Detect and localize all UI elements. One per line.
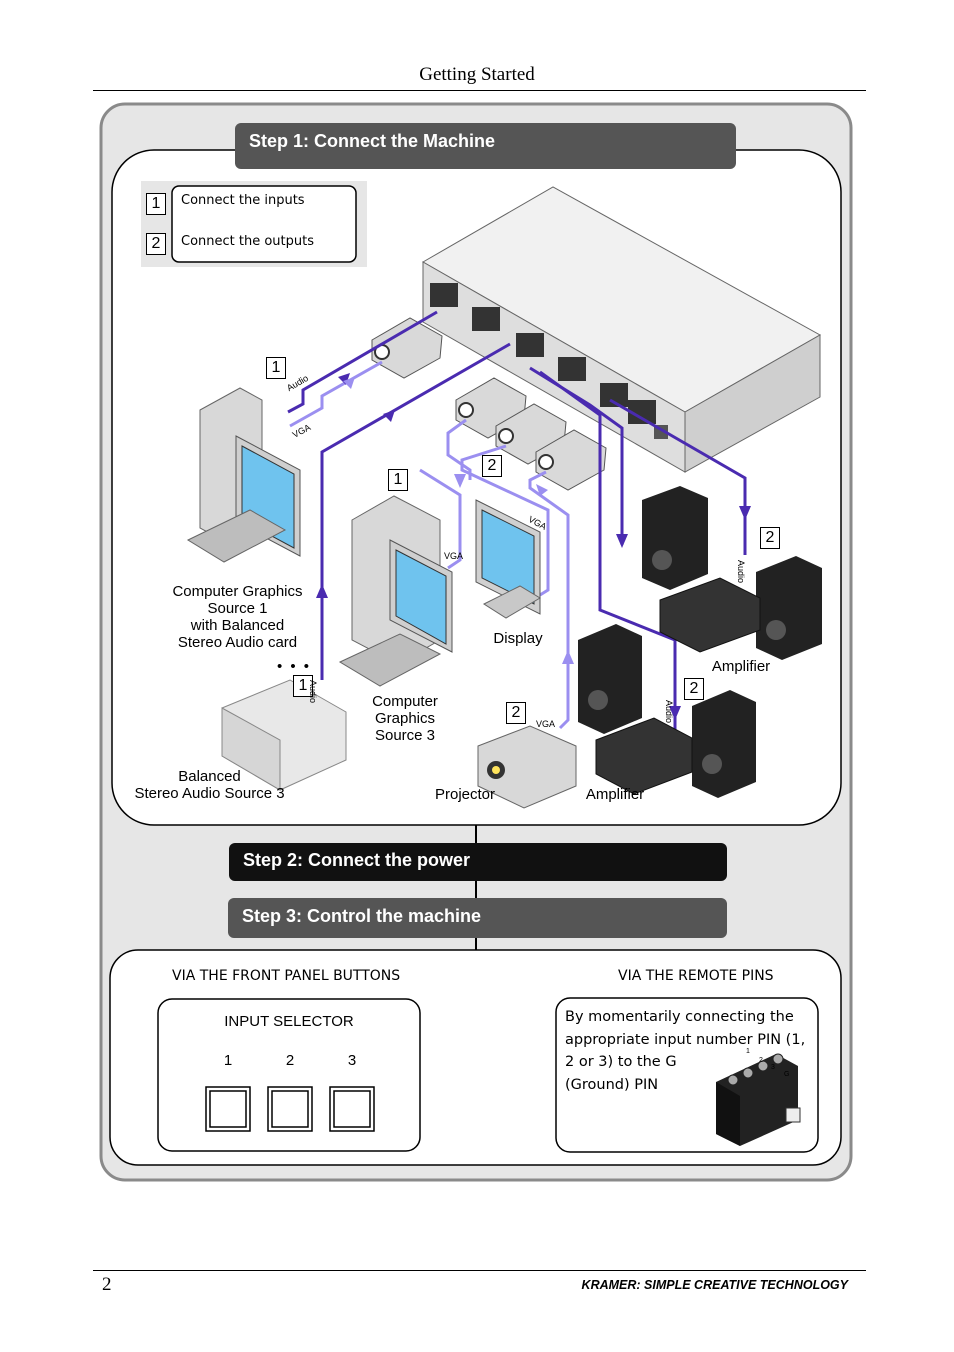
signal-label-vga-projector: VGA [536, 719, 556, 729]
label-amplifier-upper: Amplifier [711, 658, 771, 675]
label-amplifier-lower: Amplifier [585, 786, 645, 803]
marker-output-2c: 2 [684, 678, 704, 700]
display-monitor [475, 499, 541, 619]
input-selector-button-3[interactable] [330, 1087, 374, 1131]
step2-title-bar: Step 2: Connect the power [229, 843, 727, 881]
projector [477, 725, 577, 809]
marker-output-2d: 2 [506, 702, 526, 724]
marker-output-2a: 2 [482, 455, 502, 477]
footer-text: KRAMER: SIMPLE CREATIVE TECHNOLOGY [581, 1278, 848, 1292]
legend-text-outputs: Connect the outputs [181, 234, 315, 249]
pin-label-1: 1 [746, 1048, 750, 1055]
marker-input-1b: 1 [388, 469, 408, 491]
input-selector-button-1[interactable] [206, 1087, 250, 1131]
label-audio-source: Balanced Stereo Audio Source 3 [134, 768, 285, 802]
label-source-1: Computer Graphics Source 1 with Balanced… [172, 583, 303, 651]
label-projector: Projector [434, 786, 496, 803]
input-selector-button-2[interactable] [268, 1087, 312, 1131]
ellipsis: • • • [276, 658, 312, 675]
marker-input-1a: 1 [266, 357, 286, 379]
label-display: Display [493, 630, 543, 647]
header-rule [93, 90, 866, 91]
page-number: 2 [102, 1274, 112, 1295]
step1-title-bar: Step 1: Connect the Machine [235, 123, 736, 169]
signal-label-audio-amp-lower: Audio [664, 700, 674, 724]
legend-number-1: 1 [146, 193, 166, 215]
pin-label-3: 3 [771, 1064, 775, 1071]
pin-label-2: 2 [759, 1057, 763, 1064]
selector-label-3: 3 [347, 1052, 357, 1069]
audio-source-deck [221, 679, 347, 791]
signal-label-audio-amp-upper: Audio [736, 560, 746, 584]
remote-pin-connector [716, 1053, 801, 1146]
marker-output-2b: 2 [760, 527, 780, 549]
computer-source-3 [338, 495, 453, 687]
speakers-lower [578, 624, 756, 798]
computer-source-1 [186, 387, 301, 563]
remote-pins-heading: VIA THE REMOTE PINS [618, 968, 774, 984]
page-header-title: Getting Started [419, 64, 535, 85]
legend-text-inputs: Connect the inputs [181, 193, 305, 208]
selector-label-1: 1 [223, 1052, 233, 1069]
marker-input-1c: 1 [293, 675, 313, 697]
pin-label-g: G [784, 1071, 790, 1078]
step3-title-bar: Step 3: Control the machine [228, 898, 727, 938]
label-source-3: Computer Graphics Source 3 [372, 693, 438, 744]
footer-rule [93, 1270, 866, 1271]
input-selector-title: INPUT SELECTOR [224, 1013, 354, 1030]
speakers-upper [642, 486, 822, 660]
front-panel-heading: VIA THE FRONT PANEL BUTTONS [172, 968, 401, 984]
audio-cables [287, 310, 747, 745]
legend-number-2: 2 [146, 233, 166, 255]
signal-label-vga-3: VGA [444, 551, 464, 561]
selector-label-2: 2 [285, 1052, 295, 1069]
signal-label-audio-3: Audio [308, 680, 318, 704]
remote-pins-text: By momentarily connecting the appropriat… [565, 1009, 806, 1093]
